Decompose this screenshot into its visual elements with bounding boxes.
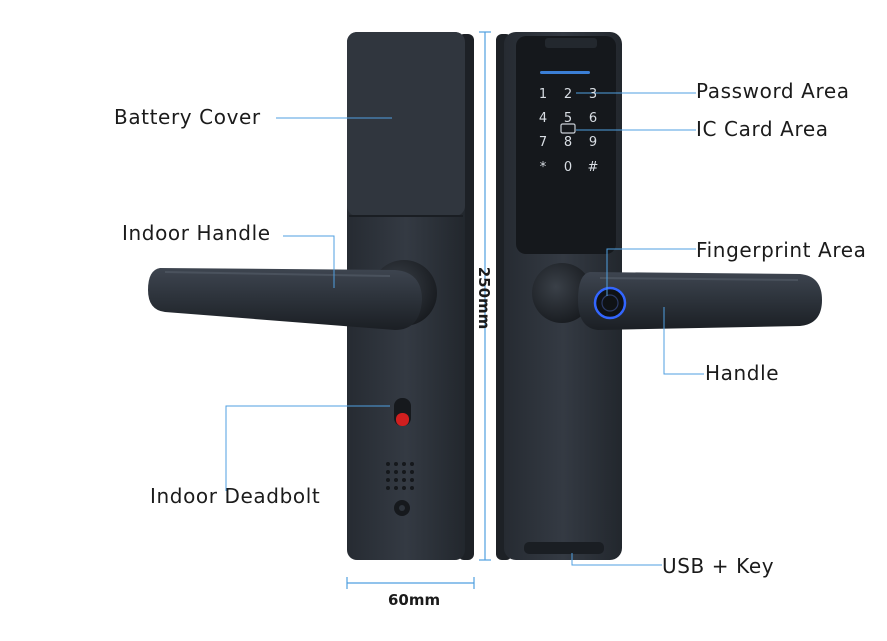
card-reader-icon xyxy=(560,123,576,134)
label-fingerprint-area: Fingerprint Area xyxy=(696,238,867,262)
dimension-lines xyxy=(346,31,491,589)
label-indoor-handle: Indoor Handle xyxy=(122,221,271,245)
keypad-key: 2 xyxy=(564,87,572,102)
usb-key-port xyxy=(524,542,604,554)
keypad-key: 5 xyxy=(564,111,572,126)
dimension-width-label: 60mm xyxy=(388,591,441,609)
keypad-backlight xyxy=(540,71,590,74)
indoor-handle xyxy=(148,260,437,330)
label-indoor-deadbolt: Indoor Deadbolt xyxy=(150,484,321,508)
label-password-area: Password Area xyxy=(696,79,850,103)
keypad-key: 0 xyxy=(564,160,572,175)
glass-panel xyxy=(516,36,616,254)
outdoor-handle xyxy=(532,263,822,330)
keypad-key: 7 xyxy=(539,135,547,150)
keypad-key: * xyxy=(540,160,547,175)
label-handle: Handle xyxy=(705,361,780,385)
label-battery-cover: Battery Cover xyxy=(114,105,261,129)
battery-cover xyxy=(347,32,465,216)
keypad-key: 4 xyxy=(539,111,547,126)
label-usb-key: USB + Key xyxy=(662,554,775,578)
speaker-grille xyxy=(386,462,414,490)
fingerprint-sensor xyxy=(593,286,627,320)
keypad-key: 9 xyxy=(589,135,597,150)
dimension-height-label: 250mm xyxy=(475,266,493,330)
keypad-key: 8 xyxy=(564,135,572,150)
callout-lines xyxy=(225,92,704,566)
keypad-key: 1 xyxy=(539,87,547,102)
label-ic-card-area: IC Card Area xyxy=(696,117,829,141)
keypad-key: # xyxy=(588,160,599,175)
keypad-key: 3 xyxy=(589,87,597,102)
keypad: 1 2 3 4 5 6 7 8 9 * 0 # xyxy=(539,87,599,175)
keypad-key: 6 xyxy=(589,111,597,126)
